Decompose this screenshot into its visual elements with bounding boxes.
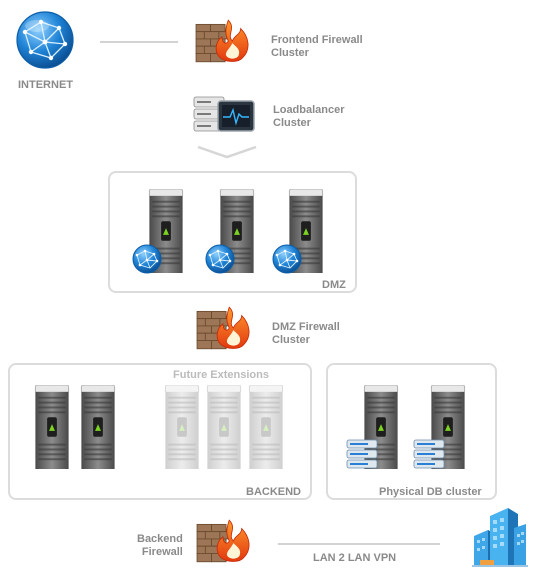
backend-server-2 <box>80 385 116 469</box>
db-cluster-label: Physical DB cluster <box>379 486 482 498</box>
dmz-server-3-globe-icon <box>272 244 302 274</box>
backend-firewall-line2: Firewall <box>141 546 183 558</box>
internet-globe-icon <box>15 10 75 72</box>
vpn-link-line <box>278 543 440 545</box>
db-server-1-database-icon <box>345 438 379 470</box>
frontend-firewall-label: Frontend Firewall Cluster <box>271 34 363 60</box>
backend-firewall-line1: Backend <box>137 533 183 545</box>
loadbalancer-line1: Loadbalancer <box>273 104 345 116</box>
remote-office-building-icon <box>470 506 530 568</box>
dmz-label: DMZ <box>322 279 346 291</box>
future-server-1 <box>164 385 200 469</box>
db-zone <box>326 363 497 500</box>
backend-firewall-label: Backend Firewall <box>137 533 183 559</box>
loadbalancer-label: Loadbalancer Cluster <box>273 104 345 130</box>
frontend-firewall-icon <box>195 18 249 64</box>
backend-server-1 <box>34 385 70 469</box>
future-extensions-label: Future Extensions <box>173 369 269 381</box>
future-server-3 <box>248 385 284 469</box>
frontend-firewall-line2: Cluster <box>271 47 309 59</box>
backend-firewall-icon <box>196 518 250 564</box>
dmz-firewall-line1: DMZ Firewall <box>272 321 340 333</box>
dmz-server-2-globe-icon <box>205 244 235 274</box>
db-server-2-database-icon <box>412 438 446 470</box>
loadbalancer-line2: Cluster <box>273 117 311 129</box>
dmz-server-1-globe-icon <box>132 244 162 274</box>
backend-label: BACKEND <box>246 486 301 498</box>
loadbalancer-icon <box>192 95 256 135</box>
flow-chevron-icon <box>196 144 258 160</box>
dmz-firewall-line2: Cluster <box>272 334 310 346</box>
internet-link-line <box>100 41 178 43</box>
frontend-firewall-line1: Frontend Firewall <box>271 34 363 46</box>
future-server-2 <box>206 385 242 469</box>
vpn-label: LAN 2 LAN VPN <box>313 552 397 564</box>
dmz-firewall-label: DMZ Firewall Cluster <box>272 321 340 347</box>
dmz-firewall-icon <box>196 305 250 351</box>
internet-label: INTERNET <box>18 79 73 91</box>
